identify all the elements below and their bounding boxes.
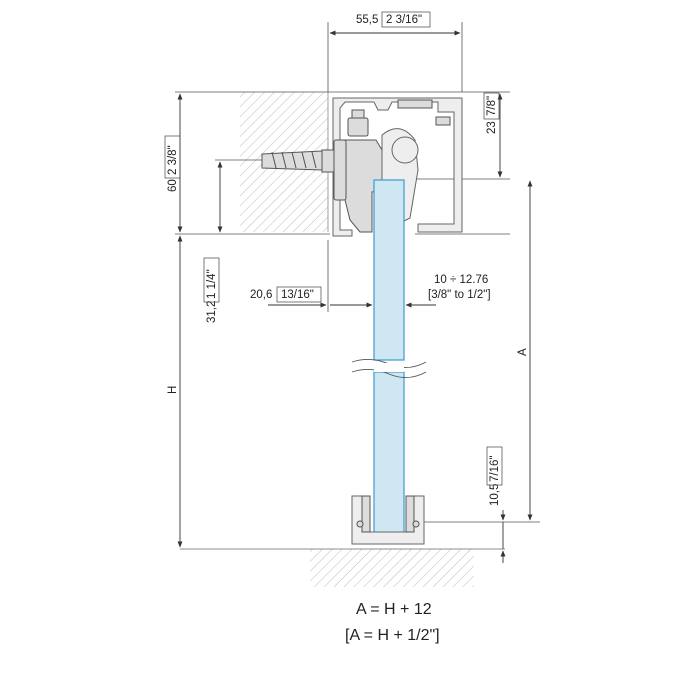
dim-offset-height: 31,2 1 1/4" (203, 257, 220, 323)
dim-top-width: 55,5 2 3/16" (356, 11, 431, 28)
wall-bolt (261, 149, 335, 173)
height-label: H (167, 386, 179, 394)
formula-line-2: [A = H + 1/2"] (345, 627, 440, 644)
svg-text:1 1/4": 1 1/4" (206, 269, 218, 299)
dim-rail-height: 23 7/8" (483, 92, 500, 134)
dim-bottom-guide: 10,5 7/16" (486, 446, 503, 506)
svg-text:[3/8" to 1/2"]: [3/8" to 1/2"] (428, 289, 491, 301)
svg-text:10,5: 10,5 (489, 484, 501, 506)
svg-text:23: 23 (486, 121, 498, 134)
formula-line-1: A = H + 12 (356, 601, 432, 618)
svg-text:7/16": 7/16" (489, 456, 501, 482)
svg-text:2 3/16": 2 3/16" (386, 14, 422, 26)
dim-glass-range: 10 ÷ 12.76 [3/8" to 1/2"] (428, 274, 491, 301)
top-rail-profile (332, 97, 463, 237)
svg-text:31,2: 31,2 (206, 301, 218, 323)
floor-hatch (310, 549, 474, 587)
dim-total-top: 60 2 3/8" (164, 135, 181, 192)
glass-panel (351, 179, 427, 543)
svg-text:7/8": 7/8" (486, 96, 498, 116)
dimension-lines (177, 30, 533, 563)
bottom-guide (351, 495, 425, 545)
svg-text:55,5: 55,5 (356, 14, 378, 26)
dim-wall-offset: 20,6 13/16" (250, 286, 322, 303)
svg-text:10 ÷ 12.76: 10 ÷ 12.76 (434, 274, 488, 286)
door-label: A (517, 348, 529, 356)
svg-text:20,6: 20,6 (250, 289, 272, 301)
svg-text:2 3/8": 2 3/8" (167, 145, 179, 175)
svg-text:60: 60 (167, 179, 179, 192)
svg-text:13/16": 13/16" (281, 289, 314, 301)
